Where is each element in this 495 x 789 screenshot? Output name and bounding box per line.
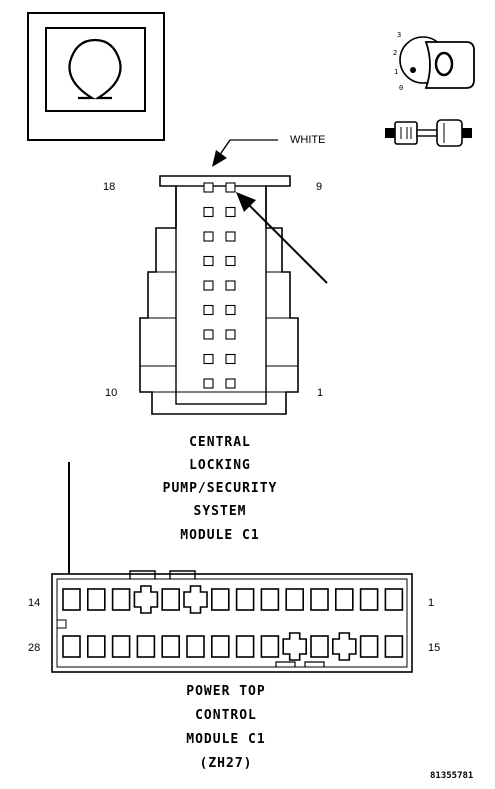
c1-pin-cavity [203,353,214,365]
white-label: WHITE [290,134,325,146]
central-locking-title: CENTRAL LOCKING PUMP/SECURITY SYSTEM MOD… [163,435,278,543]
svg-text:POWER TOP: POWER TOP [186,684,265,699]
pt-pin-cavity [359,635,379,658]
power-top-pin-grid [62,585,404,661]
pt-keyed-cavity [183,585,208,614]
pt-pin-cavity [186,635,205,658]
svg-text:PUMP/SECURITY: PUMP/SECURITY [163,481,278,496]
pt-pin-cavity [334,588,354,611]
c1-pin-cavity [225,231,236,242]
c1-pin-cavity [203,329,214,340]
c1-pin-cavity [225,206,236,218]
power-top-connector [51,570,413,673]
pt-pin-cavity [359,588,379,611]
c1-pin-18-label: 18 [103,181,115,193]
ignition-pos-3: 3 [397,31,401,39]
pt-pin-15-label: 15 [428,642,440,654]
c1-pin-cavity [225,280,236,291]
pt-pin-cavity [62,588,81,611]
pt-keyed-cavity [282,632,307,661]
pt-keyed-cavity [332,632,357,661]
pt-pin-cavity [62,635,81,658]
pt-pin-cavity [310,588,329,611]
c1-pin-grid [203,182,236,389]
svg-text:CENTRAL: CENTRAL [189,435,251,450]
c1-pin-cavity [225,378,236,389]
c1-pin-9-label: 9 [316,181,322,193]
pt-pin-cavity [211,588,230,611]
connector-plug-icon [385,119,472,147]
pt-pin-cavity [285,588,305,611]
ignition-switch-icon: 3 2 1 0 [393,31,475,92]
c1-pin-cavity [203,231,214,242]
pt-pin-cavity [161,588,180,611]
ignition-pos-2: 2 [393,49,397,57]
pin-indicator-arrow [236,192,328,284]
c1-pin-cavity [225,329,236,340]
central-locking-connector [139,175,299,415]
pt-pin-cavity [211,635,230,658]
pt-pin-28-label: 28 [28,642,40,654]
c1-pin-cavity [225,353,236,365]
c1-pin-cavity [203,182,214,193]
pt-pin-cavity [111,635,131,658]
svg-text:MODULE C1: MODULE C1 [180,528,259,543]
figure-id: 81355781 [430,771,473,781]
svg-text:(ZH27): (ZH27) [200,756,253,771]
c1-pin-10-label: 10 [105,387,117,399]
ignition-pos-1: 1 [394,68,398,76]
c1-pin-cavity [203,280,214,291]
c1-pin-cavity [225,182,236,193]
pt-pin-cavity [260,635,280,658]
svg-text:CONTROL: CONTROL [195,708,257,723]
c1-pin-cavity [225,304,236,316]
c1-pin-cavity [225,255,236,267]
pt-pin-cavity [235,588,255,611]
pt-pin-cavity [161,635,180,658]
pt-pin-cavity [87,635,106,658]
pt-pin-1-label: 1 [428,597,434,609]
c1-pin-cavity [203,255,214,267]
c1-pin-cavity [203,304,214,316]
c1-pin-cavity [203,206,214,218]
svg-text:LOCKING: LOCKING [189,458,251,473]
pt-pin-14-label: 14 [28,597,40,609]
svg-text:MODULE C1: MODULE C1 [186,732,265,747]
pt-pin-cavity [384,588,404,611]
pt-pin-cavity [87,588,106,611]
pt-pin-cavity [260,588,280,611]
c1-pin-1-label: 1 [317,387,323,399]
pt-pin-cavity [136,635,156,658]
omega-icon [27,12,165,141]
svg-text:SYSTEM: SYSTEM [194,504,247,519]
white-callout: WHITE [212,134,325,167]
c1-pin-cavity [203,378,214,389]
ignition-pos-0: 0 [399,84,403,92]
power-top-title: POWER TOP CONTROL MODULE C1 (ZH27) [186,684,265,771]
pt-pin-cavity [111,588,131,611]
pt-pin-cavity [310,635,329,658]
pt-keyed-cavity [133,585,159,614]
pt-pin-cavity [384,635,404,658]
pt-pin-cavity [235,635,255,658]
